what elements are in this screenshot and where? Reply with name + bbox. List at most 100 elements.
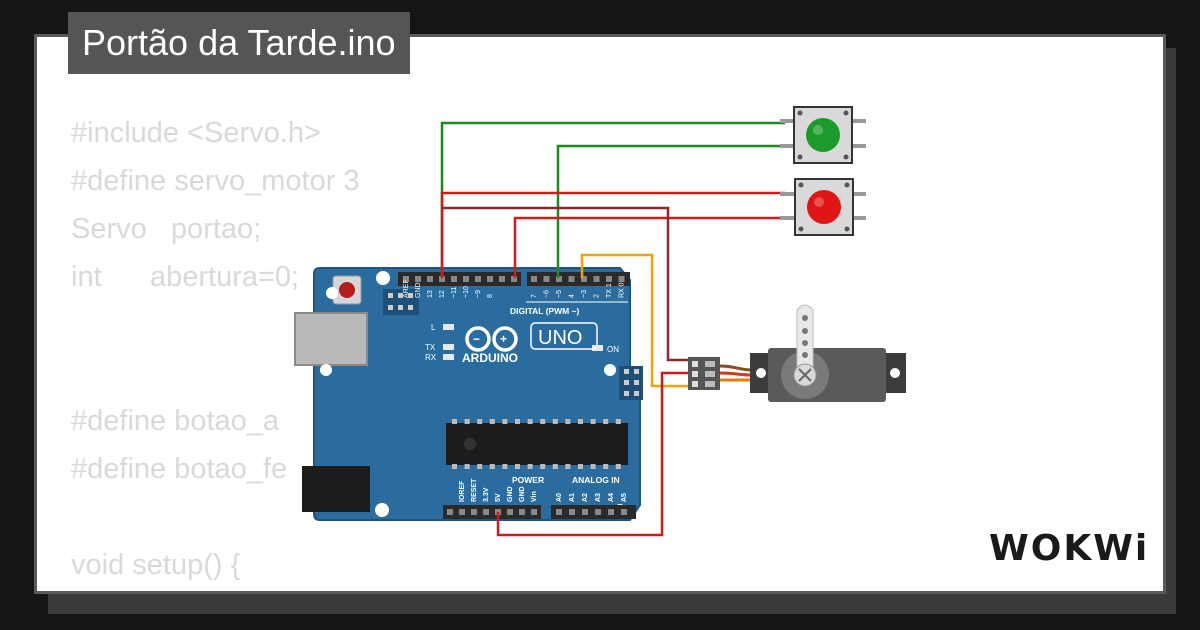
- bottom-pin[interactable]: [595, 509, 601, 515]
- pushbutton-red[interactable]: [780, 178, 866, 236]
- digital-pin[interactable]: [531, 276, 537, 282]
- wire-red-servo-5v[interactable]: [496, 371, 690, 537]
- digital-pin-label: ~9: [475, 290, 482, 298]
- digital-pin[interactable]: [581, 276, 587, 282]
- power-pin-label: IOREF: [459, 480, 466, 502]
- wire-red-pin8[interactable]: [513, 216, 785, 278]
- digital-pin[interactable]: [475, 276, 481, 282]
- digital-header-left: [398, 272, 521, 286]
- digital-pin[interactable]: [415, 276, 421, 282]
- bottom-pin[interactable]: [519, 509, 525, 515]
- led-tx-label: TX: [425, 343, 436, 352]
- wires: [440, 121, 785, 537]
- digital-pin[interactable]: [618, 276, 625, 282]
- digital-pin-label: TX 1: [606, 283, 613, 298]
- digital-pin-label: 4: [569, 294, 576, 298]
- bottom-pin[interactable]: [569, 509, 575, 515]
- digital-pin[interactable]: [543, 276, 550, 282]
- led-l-label: L: [431, 323, 436, 332]
- digital-pin[interactable]: [451, 276, 457, 282]
- code-line: int abertura=0;: [71, 261, 300, 293]
- power-pin-label: GND: [507, 486, 514, 502]
- uno-model-text: UNO: [538, 327, 582, 349]
- bottom-pin[interactable]: [531, 509, 537, 515]
- icsp-header: [383, 289, 643, 400]
- mount-hole: [604, 364, 616, 376]
- bottom-pin[interactable]: [556, 509, 562, 515]
- power-label: POWER: [512, 475, 544, 485]
- project-title: Portão da Tarde.ino: [68, 12, 410, 74]
- digital-pin[interactable]: [511, 276, 517, 282]
- analog-pin-label: A2: [582, 493, 589, 502]
- digital-pin-label: ~5: [556, 290, 563, 298]
- digital-pin[interactable]: [427, 276, 433, 282]
- pushbutton-green[interactable]: [780, 106, 866, 164]
- bottom-pin-holes: [447, 509, 627, 515]
- digital-pin-label: 13: [427, 290, 434, 298]
- digital-pin[interactable]: [487, 276, 493, 282]
- digital-pin-label: 8: [487, 294, 494, 298]
- bottom-pin[interactable]: [483, 509, 489, 515]
- wire-red-gnd[interactable]: [440, 191, 785, 278]
- digital-pwm-label: DIGITAL (PWM ~): [510, 306, 580, 316]
- digital-pin[interactable]: [593, 276, 600, 282]
- code-line: #include <Servo.h>: [71, 117, 321, 149]
- digital-pin-label: 12: [439, 290, 446, 298]
- power-pin-label: Vin: [531, 491, 538, 502]
- atmega-chip: [446, 423, 628, 465]
- analog-pin-label: A0: [556, 493, 563, 502]
- bottom-pin[interactable]: [608, 509, 614, 515]
- svg-text:−: −: [473, 332, 480, 346]
- wokwi-logo[interactable]: WOKWi: [975, 518, 1164, 580]
- chip-pins: [452, 419, 621, 469]
- led-on-label: ON: [607, 345, 619, 354]
- analog-pin-label: A1: [569, 493, 576, 502]
- servo-motor[interactable]: [688, 304, 906, 402]
- power-pin-label: 5V: [495, 493, 502, 502]
- digital-pin[interactable]: [463, 276, 469, 282]
- digital-pin[interactable]: [499, 276, 505, 282]
- code-line: #define servo_motor 3: [71, 165, 360, 197]
- led-on: [592, 345, 603, 351]
- analog-pin-label: A3: [595, 493, 602, 502]
- bottom-pin[interactable]: [507, 509, 513, 515]
- digital-pin-holes: [403, 276, 625, 282]
- digital-pin[interactable]: [606, 276, 612, 282]
- digital-pin-label: ~10: [463, 286, 470, 298]
- led-rx-label: RX: [425, 353, 437, 362]
- digital-pin[interactable]: [403, 276, 409, 282]
- digital-pin[interactable]: [556, 276, 562, 282]
- reset-button-cap: [339, 282, 355, 298]
- power-header: [443, 505, 541, 519]
- digital-pin-label: ~6: [544, 290, 551, 298]
- digital-pin-label: 7: [531, 294, 538, 298]
- bottom-pin[interactable]: [582, 509, 588, 515]
- analog-pin-label: A4: [608, 493, 615, 502]
- bottom-pin[interactable]: [447, 509, 453, 515]
- button-cap-red[interactable]: [807, 190, 841, 224]
- svg-text:+: +: [500, 332, 507, 346]
- bottom-pin[interactable]: [459, 509, 465, 515]
- digital-pin[interactable]: [439, 276, 445, 282]
- wire-orange-servo-signal[interactable]: [580, 253, 690, 388]
- bottom-pin[interactable]: [621, 509, 627, 515]
- power-pin-label: GND: [519, 486, 526, 502]
- usb-port: [294, 312, 368, 366]
- analog-in-label: ANALOG IN: [572, 475, 620, 485]
- mount-hole: [375, 503, 389, 517]
- led-l: [443, 324, 454, 330]
- bottom-pin[interactable]: [471, 509, 477, 515]
- analog-header: [551, 505, 636, 519]
- digital-pin[interactable]: [568, 276, 575, 282]
- wire-brown-servo-gnd[interactable]: [442, 206, 690, 362]
- power-pin-label: RESET: [471, 478, 478, 502]
- digital-pin-label: GND: [415, 282, 422, 298]
- digital-header-right: [527, 272, 630, 286]
- button-cap-green[interactable]: [806, 118, 840, 152]
- wire-green-pin5[interactable]: [556, 144, 785, 278]
